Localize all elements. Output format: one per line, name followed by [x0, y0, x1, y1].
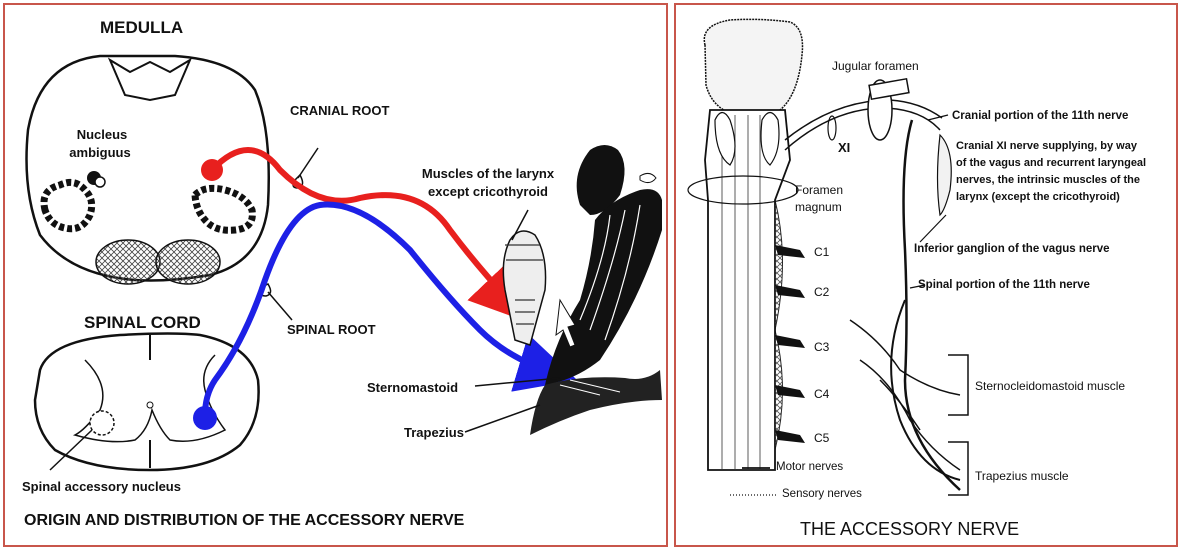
neck-muscles-illustration: [530, 138, 662, 435]
spinal-cord-label: SPINAL CORD: [84, 313, 201, 333]
nucleus-ambiguus-label-1: Nucleus: [62, 127, 142, 142]
cranial-root-label: CRANIAL ROOT: [290, 103, 389, 118]
medulla-label: MEDULLA: [100, 18, 183, 38]
medulla-section: [27, 56, 269, 284]
cranial-xi-label-2: of the vagus and recurrent laryngeal: [956, 157, 1146, 169]
cranial-root-origin: [201, 159, 223, 181]
cranial-xi-label-3: nerves, the intrinsic muscles of the: [956, 174, 1140, 186]
c1-label: C1: [814, 245, 829, 259]
cranial-portion-label: Cranial portion of the 11th nerve: [952, 110, 1128, 122]
left-title: ORIGIN AND DISTRIBUTION OF THE ACCESSORY…: [24, 512, 464, 530]
trapezius-label: Trapezius: [404, 425, 464, 440]
larynx-label-2: except cricothyroid: [398, 184, 578, 199]
inferior-ganglion-label: Inferior ganglion of the vagus nerve: [914, 243, 1110, 255]
sternocleidomastoid-label: Sternocleidomastoid muscle: [975, 379, 1125, 393]
spinal-cord-section: [35, 334, 259, 471]
foramen-label-1: Foramen: [795, 183, 843, 197]
spinal-root-label: SPINAL ROOT: [287, 322, 376, 337]
xi-label: XI: [838, 140, 850, 155]
nucleus-ambiguus-label-2: ambiguus: [55, 145, 145, 160]
c2-label: C2: [814, 285, 829, 299]
c4-label: C4: [814, 387, 829, 401]
larynx-illustration: [503, 210, 545, 345]
sternomastoid-label: Sternomastoid: [367, 380, 458, 395]
cranial-xi-label-4: larynx (except the cricothyroid): [956, 191, 1120, 203]
spinal-root-origin: [193, 406, 217, 430]
brainstem-illustration: [688, 19, 803, 470]
spinal-accessory-nucleus-label: Spinal accessory nucleus: [22, 479, 181, 494]
jugular-foramen-label: Jugular foramen: [832, 59, 919, 73]
larynx-label-1: Muscles of the larynx: [398, 166, 578, 181]
motor-nerves-label: Motor nerves: [776, 461, 843, 473]
right-title: THE ACCESSORY NERVE: [800, 519, 1019, 540]
sensory-nerves-label: Sensory nerves: [782, 488, 862, 500]
c5-label: C5: [814, 431, 829, 445]
trapezius-muscle-label: Trapezius muscle: [975, 469, 1069, 483]
foramen-label-2: magnum: [795, 200, 842, 214]
c3-label: C3: [814, 340, 829, 354]
cranial-xi-label-1: Cranial XI nerve supplying, by way: [956, 140, 1137, 152]
spinal-portion-label: Spinal portion of the 11th nerve: [918, 279, 1090, 291]
